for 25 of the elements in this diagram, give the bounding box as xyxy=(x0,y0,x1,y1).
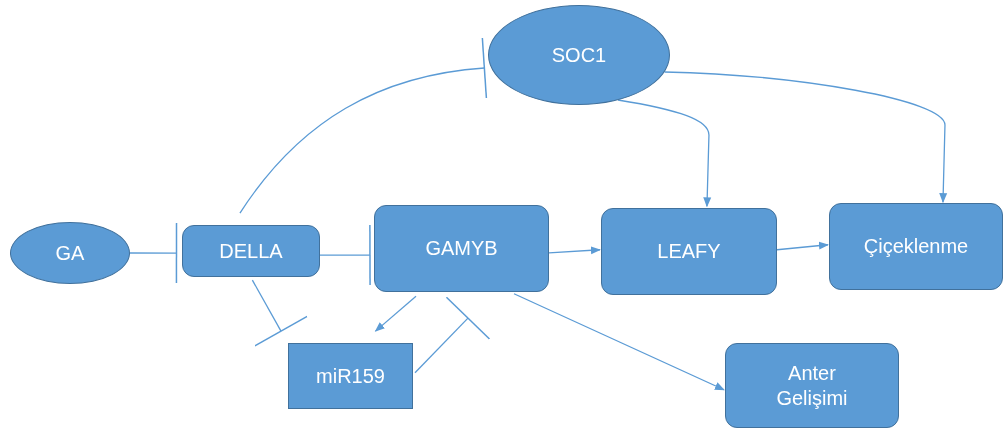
process-box xyxy=(288,343,413,409)
process-box xyxy=(374,205,549,292)
node-label: DELLA xyxy=(219,238,283,264)
inhibition-line xyxy=(319,224,371,286)
process-box xyxy=(829,203,1003,290)
node-label: Anter Gelişimi xyxy=(775,360,849,411)
arrow xyxy=(617,99,712,208)
arrow xyxy=(513,293,725,391)
node-label: Çiçeklenme xyxy=(863,234,969,259)
process-box xyxy=(182,225,320,277)
inhibition-line xyxy=(414,296,491,374)
process-box xyxy=(601,208,777,295)
arrow xyxy=(776,241,829,251)
inhibition-line xyxy=(251,279,308,347)
inhibition-line xyxy=(239,37,489,214)
node-label: SOC1 xyxy=(551,42,607,68)
node-label: GA xyxy=(55,240,85,266)
arrow xyxy=(548,246,601,255)
node-label: GAMYB xyxy=(425,236,498,261)
process-box xyxy=(725,343,899,428)
arrow xyxy=(374,295,417,332)
inhibition-line xyxy=(129,222,178,284)
node-label: miR159 xyxy=(316,363,385,389)
arrow xyxy=(663,71,948,204)
node-label: LEAFY xyxy=(657,239,721,264)
